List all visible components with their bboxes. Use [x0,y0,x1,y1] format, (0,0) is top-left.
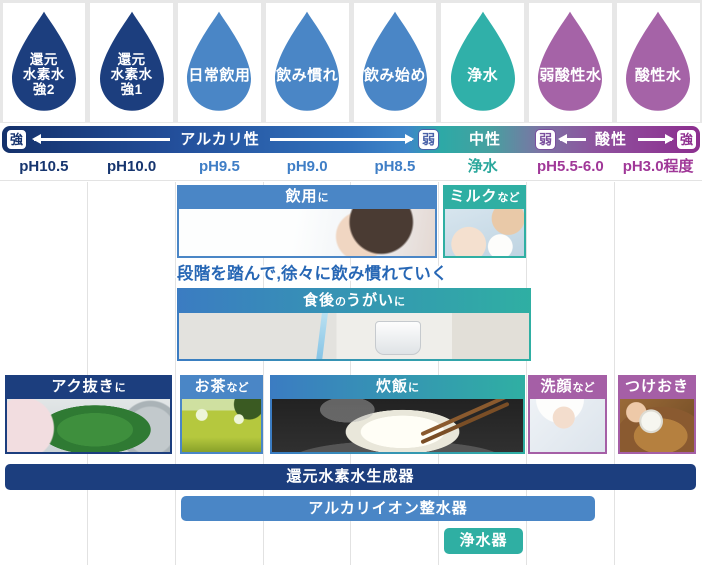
water-type-label: 還元水素水強2 [22,51,65,97]
toothbrush-shape [315,313,329,359]
arrow-left-icon [558,134,586,144]
step-up-note: 段階を踏んで,徐々に飲み慣れていく [177,265,448,283]
strong-alkaline-tag: 強 [6,129,27,150]
chopstick-shape [420,399,510,437]
water-glass-shape [375,321,421,356]
ph-value: pH5.5-6.0 [537,158,604,175]
usage-box-title: 飲用に [285,188,329,205]
acid-label: 酸性 [594,131,627,148]
arrow-right-icon [270,134,414,144]
column-divider [350,182,351,565]
water-type-label: 飲み慣れ [276,66,339,84]
ph-value: pH9.5 [198,158,240,175]
water-type-weak-acidic: 弱酸性水 [527,0,615,123]
ph-value: pH10.5 [19,158,69,175]
water-drop-icon [99,11,164,111]
water-type-hydrogen-strong2: 還元水素水強2 [0,0,88,123]
usage-box-gargle: 食後のうがいに [177,288,531,361]
column-divider [87,182,88,565]
column-divider [263,182,264,565]
usage-box-title: ミルクなど [449,188,520,205]
water-type-accustomed: 飲み慣れ [263,0,351,123]
usage-box-tea: お茶など [180,375,263,454]
water-drop-icon [11,11,76,111]
usage-box-akunuki: アク抜きに [5,375,172,454]
arrow-right-icon [638,134,674,144]
usage-box-rice: 炊飯に [270,375,525,454]
water-type-daily-drinking: 日常飲用 [176,0,264,123]
green-tea-photo [182,399,261,452]
ph-value: 浄水 [467,158,498,175]
usage-content: 飲用に ミルクなど 段階を踏んで,徐々に飲み慣れていく 食後のうがいに アク抜き… [0,182,702,565]
column-divider [438,182,439,565]
arrow-left-icon [32,134,170,144]
usage-box-soaking: つけおき [618,375,696,454]
device-bar-water-purifier: 浄水器 [444,528,523,554]
water-drop-icon [450,11,515,111]
usage-box-title: 食後のうがいに [302,292,406,309]
water-drop-icon [275,11,340,111]
drinking-woman-photo [179,209,435,256]
ph-value: pH8.5 [374,158,416,175]
column-divider [526,182,527,565]
column-divider [614,182,615,565]
ph-value: pH10.0 [107,158,157,175]
ph-value: pH3.0程度 [622,158,694,175]
weak-acid-tag: 弱 [535,129,556,150]
weak-alkaline-tag: 弱 [418,129,439,150]
ph-value: pH9.0 [286,158,328,175]
water-type-hydrogen-strong1: 還元水素水強1 [88,0,176,123]
vegetable-washing-photo [7,399,170,452]
water-drop-icon [538,11,603,111]
water-type-label: 日常飲用 [188,66,251,84]
water-drop-icon [626,11,691,111]
usage-box-title: アク抜きに [51,378,126,395]
water-type-label: 浄水 [467,66,499,84]
usage-box-drinking: 飲用に [177,185,437,258]
cooked-rice-photo [272,399,523,452]
usage-box-milk: ミルクなど [443,185,526,258]
dish-soaking-photo [620,399,694,452]
water-drop-icon [362,11,427,111]
device-bar-alkaline-ionizer: アルカリイオン整水器 [181,496,595,521]
ph-scale-bar: 強 アルカリ性 弱 中性 弱 酸性 強 [2,126,700,153]
water-type-row: 還元水素水強2 還元水素水強1 日常飲用 飲み慣れ 飲み始め 浄水 弱酸性水 [0,0,702,123]
device-bar-hydrogen-generator: 還元水素水生成器 [5,464,696,490]
water-drop-icon [187,11,252,111]
column-divider [175,182,176,565]
water-type-label: 飲み始め [363,66,426,84]
alkaline-label: アルカリ性 [180,131,260,148]
chopstick-shape [420,401,510,445]
usage-box-title: つけおき [624,378,689,395]
water-type-purified: 浄水 [439,0,527,123]
usage-box-title: お茶など [194,378,249,395]
face-washing-photo [530,399,605,452]
neutral-label: 中性 [468,131,501,148]
water-type-label: 酸性水 [634,66,682,84]
usage-box-title: 洗顔など [540,378,595,395]
water-type-beginning: 飲み始め [351,0,439,123]
usage-box-face-wash: 洗顔など [528,375,607,454]
water-type-label: 還元水素水強1 [110,51,153,97]
baby-milk-photo [445,209,524,256]
strong-acid-tag: 強 [676,129,697,150]
water-type-label: 弱酸性水 [539,66,602,84]
water-type-acidic: 酸性水 [614,0,702,123]
usage-box-title: 炊飯に [375,378,419,395]
ph-value-row: pH10.5 pH10.0 pH9.5 pH9.0 pH8.5 浄水 pH5.5… [0,154,702,181]
gargle-photo [179,313,529,359]
